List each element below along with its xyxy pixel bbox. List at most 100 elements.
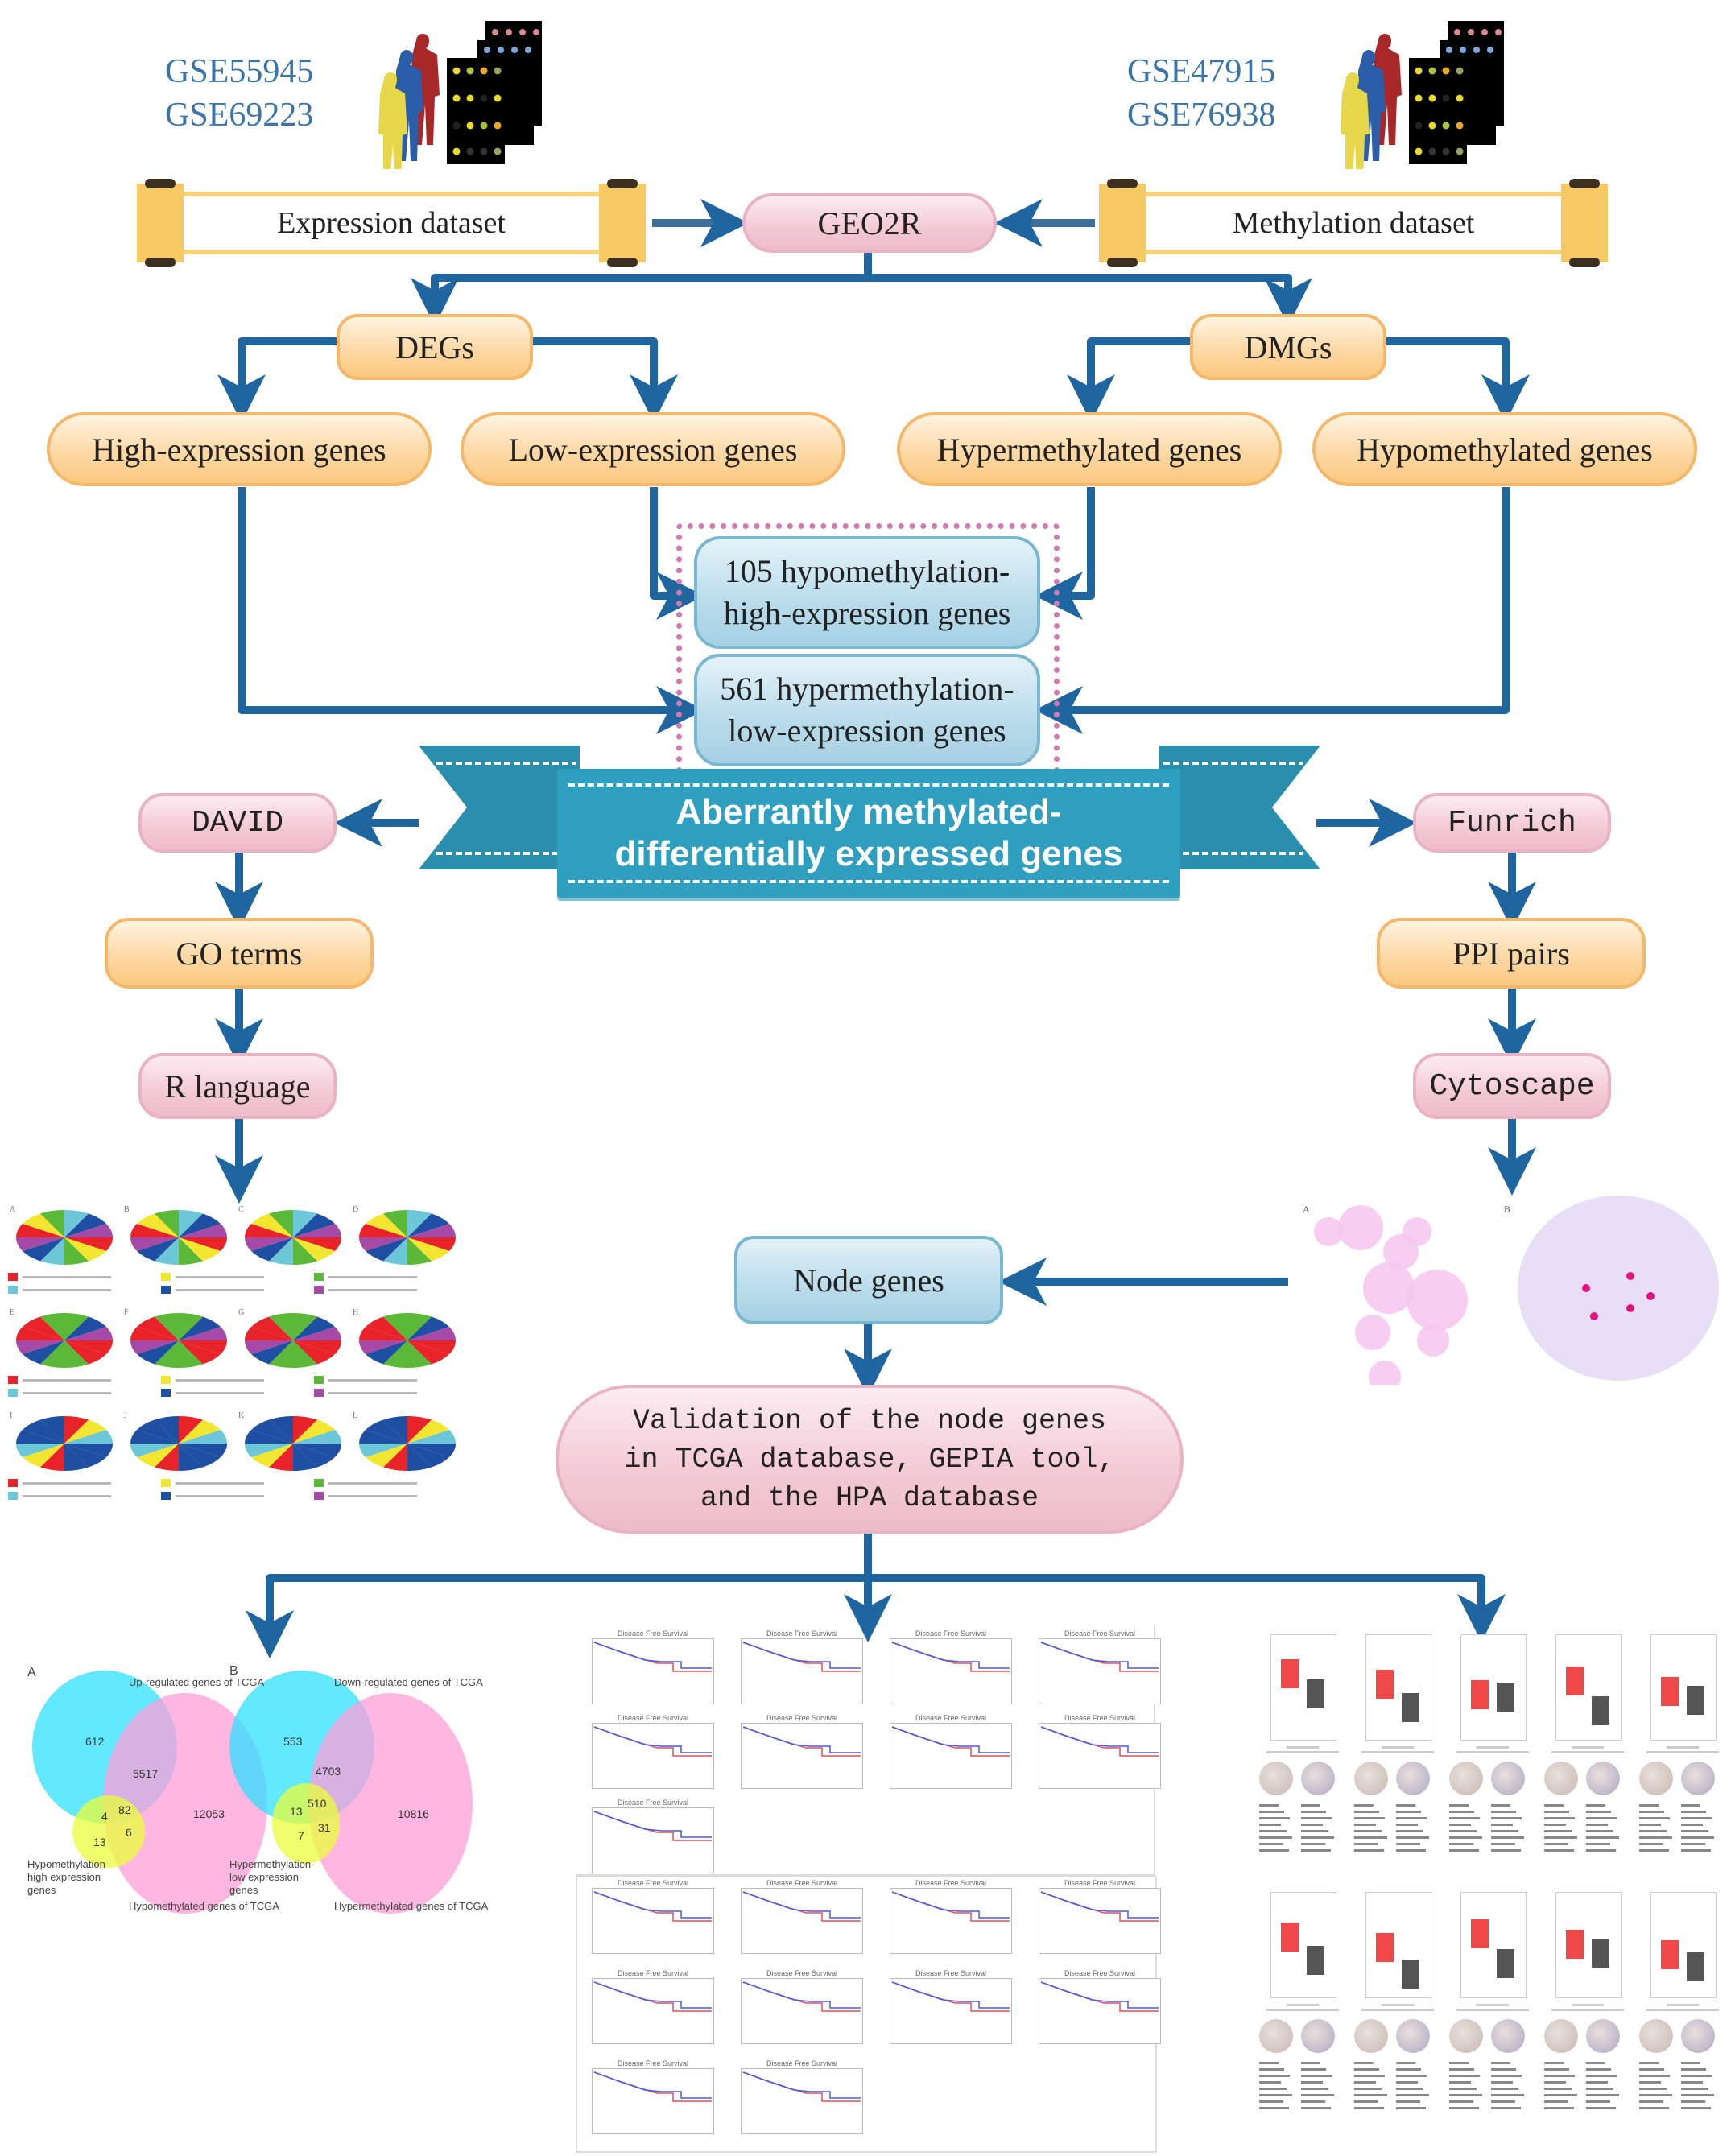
- validation-line1: Validation of the node genes: [632, 1404, 1107, 1437]
- cytoscape-label: Cytoscape: [1429, 1068, 1595, 1104]
- boxplot-label-placeholder: [1262, 1744, 1343, 1756]
- legend-swatch: [314, 1286, 324, 1294]
- legend-text-placeholder: [176, 1482, 264, 1485]
- venn-a-set-label: Hypomethylated genes of TCGA: [129, 1900, 279, 1912]
- normal-box: [1497, 1683, 1514, 1712]
- chord-segment: [407, 1419, 449, 1444]
- chord-segment: [251, 1316, 293, 1340]
- km-curves: [593, 2071, 712, 2102]
- tumor-box: [1661, 1677, 1679, 1706]
- low-expression-node: Low-expression genes: [461, 412, 845, 486]
- tumor-box: [1281, 1659, 1299, 1688]
- chord-segment: [130, 1340, 179, 1354]
- venn-a-letter: A: [27, 1666, 36, 1679]
- km-title: Disease Free Survival: [766, 2059, 838, 2067]
- geo2r-label: GEO2R: [817, 204, 922, 242]
- chord-segment: [251, 1340, 293, 1365]
- legend-text-placeholder: [176, 1392, 264, 1394]
- network-hairball: [1518, 1196, 1719, 1381]
- km-survival-plot: Disease Free Survival: [890, 1969, 1012, 2044]
- chord-segment: [407, 1416, 432, 1444]
- chord-segment: [64, 1237, 106, 1262]
- expression-boxplot: [1270, 1634, 1336, 1741]
- chord-segment: [359, 1444, 407, 1457]
- chord-segment: [64, 1416, 89, 1444]
- panel-letter: G: [238, 1308, 244, 1317]
- legend-text-placeholder: [328, 1289, 417, 1291]
- km-title: Disease Free Survival: [766, 1629, 838, 1638]
- chord-segment: [64, 1419, 106, 1444]
- chord-segment: [407, 1340, 456, 1354]
- legend-text-placeholder: [328, 1276, 417, 1278]
- chord-segment: [130, 1237, 179, 1251]
- panel-letter: H: [353, 1308, 358, 1317]
- funrich-node: Funrich: [1413, 793, 1611, 853]
- patients-microarray-icon: [378, 21, 542, 169]
- r-language-label: R language: [164, 1068, 311, 1105]
- km-title: Disease Free Survival: [617, 1714, 689, 1722]
- ihc-tissue-image: [1259, 2019, 1293, 2053]
- normal-box: [1307, 1946, 1324, 1975]
- tissue-caption-placeholder: [1586, 1800, 1622, 1856]
- venn-b-hyper-set: [308, 1693, 473, 1914]
- km-title: Disease Free Survival: [915, 1629, 987, 1638]
- venn-a-value: 12053: [193, 1807, 225, 1820]
- chord-segment: [407, 1237, 449, 1262]
- ihc-tissue-image: [1544, 1762, 1578, 1795]
- degs-label: DEGs: [395, 328, 474, 366]
- venn-a-hypo-set: [103, 1693, 267, 1914]
- ihc-tissue-image: [1586, 2019, 1620, 2053]
- legend-swatch: [314, 1376, 324, 1384]
- legend-text-placeholder: [176, 1289, 264, 1291]
- chord-segment: [179, 1416, 203, 1444]
- go-chord-plot: K: [238, 1411, 341, 1471]
- chord-segment: [64, 1327, 113, 1340]
- chord-segment: [16, 1237, 64, 1251]
- chord-segment: [293, 1237, 341, 1251]
- network-cluster: [1355, 1315, 1390, 1350]
- km-title: Disease Free Survival: [617, 2059, 689, 2067]
- legend-text-placeholder: [23, 1482, 111, 1485]
- tissue-caption-placeholder: [1259, 2058, 1295, 2113]
- network-cluster: [1338, 1205, 1383, 1250]
- dmgs-label: DMGs: [1244, 328, 1332, 366]
- tissue-caption-placeholder: [1449, 2058, 1485, 2113]
- legend-swatch: [314, 1492, 324, 1500]
- km-survival-plot: Disease Free Survival: [890, 1879, 1012, 1954]
- chord-segment: [366, 1340, 407, 1365]
- chord-segment: [130, 1430, 179, 1444]
- legend-text-placeholder: [328, 1495, 417, 1497]
- tissue-caption-placeholder: [1491, 2058, 1527, 2113]
- km-curves: [1040, 1726, 1159, 1757]
- chord-segment: [293, 1444, 335, 1468]
- chord-segment: [137, 1340, 179, 1365]
- chord-segment: [293, 1224, 341, 1237]
- chord-segment: [40, 1313, 64, 1340]
- chord-segment: [407, 1444, 432, 1471]
- chord-segment: [293, 1237, 335, 1262]
- legend-swatch: [8, 1273, 18, 1281]
- ihc-tissue-image: [1449, 2019, 1483, 2053]
- expression-boxplot: [1270, 1892, 1336, 1998]
- chord-segment: [359, 1340, 407, 1354]
- km-curves: [891, 1891, 1010, 1922]
- ihc-tissue-image: [1639, 2019, 1673, 2053]
- arrow-degs-to-low: [531, 337, 678, 423]
- km-curves: [742, 1981, 861, 2012]
- chord-segment: [179, 1327, 227, 1340]
- legend-swatch: [161, 1479, 171, 1487]
- chord-segment: [383, 1340, 407, 1368]
- chord-segment: [407, 1313, 432, 1340]
- chord-segment: [64, 1340, 89, 1368]
- legend-swatch: [8, 1376, 18, 1384]
- chord-segment: [64, 1430, 113, 1444]
- chord-segment: [179, 1340, 203, 1368]
- go-chord-plot: H: [353, 1308, 456, 1368]
- hypo-high-line1: 105 hypomethylation-: [724, 553, 1010, 589]
- patients-microarray-icon: [1341, 21, 1504, 169]
- panel-letter: L: [353, 1411, 357, 1420]
- chord-segment: [155, 1444, 179, 1471]
- chord-segment: [40, 1416, 64, 1444]
